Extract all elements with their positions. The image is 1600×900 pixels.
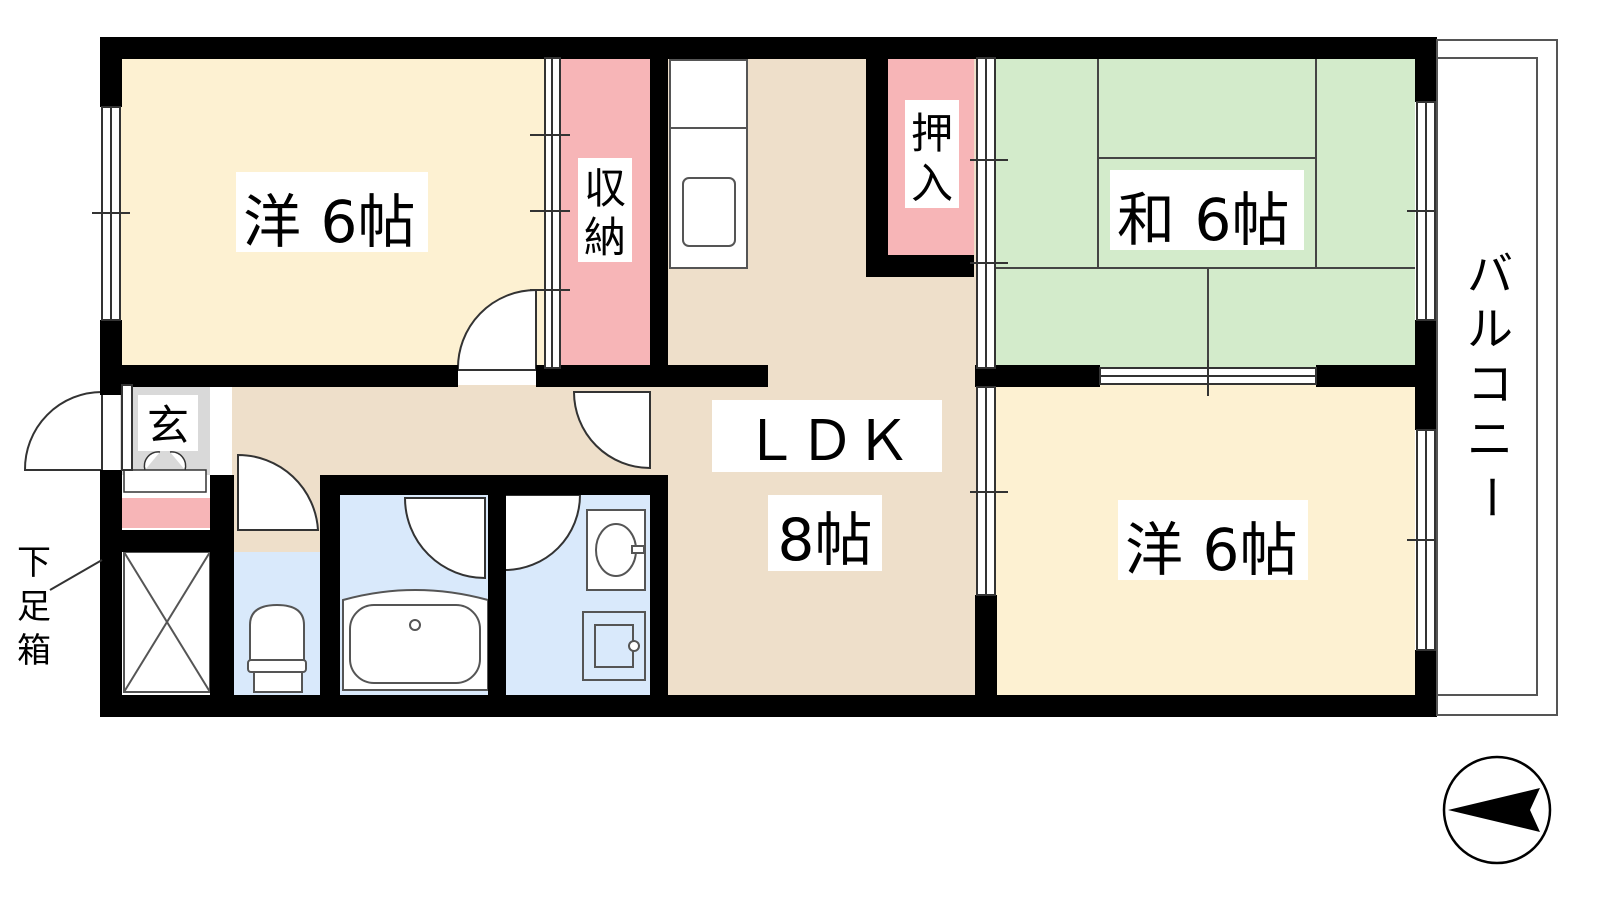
window-ticks — [92, 134, 1445, 541]
entrance-step — [123, 451, 207, 493]
shoe-shelf-floor — [122, 498, 210, 528]
ldk-size: 8帖 — [778, 506, 873, 574]
storage-label-1: 収 — [584, 164, 626, 213]
entrance-label: 玄 — [147, 401, 189, 450]
shoe-box-leader-line — [49, 559, 103, 591]
japanese-room-kind: 和 — [1117, 186, 1175, 254]
bathtub-fixture — [342, 589, 489, 691]
door-swings — [23, 288, 651, 580]
toilet-fixture — [247, 603, 307, 693]
balcony-char-4: ニ — [1467, 412, 1513, 466]
balcony-char-5: ー — [1464, 474, 1518, 520]
label-backgrounds — [138, 100, 1308, 580]
washing-machine-space — [582, 611, 646, 681]
walls — [100, 37, 1437, 717]
north-arrow-icon — [1442, 755, 1552, 865]
shoe-box-char-1: 下 — [17, 543, 51, 583]
western-room-nw-size: 6帖 — [321, 188, 416, 256]
shoe-box-cabinet — [123, 551, 211, 693]
balcony-char-3: コ — [1467, 357, 1513, 411]
western-room-se-size: 6帖 — [1203, 516, 1298, 584]
wash-basin-fixture — [586, 509, 646, 591]
oshiire-label-2: 入 — [911, 159, 953, 208]
shoe-box-char-3: 箱 — [17, 631, 51, 671]
balcony — [1436, 39, 1558, 716]
balcony-char-2: ル — [1467, 302, 1513, 356]
ldk-name: ＬＤＫ — [743, 409, 911, 474]
oshiire-label-1: 押 — [911, 109, 953, 158]
western-room-se-kind: 洋 — [1125, 516, 1183, 584]
kitchen-counter — [669, 59, 748, 269]
storage-label-2: 納 — [584, 213, 626, 262]
tatami-lines — [995, 58, 1415, 370]
balcony-char-1: バ — [1467, 247, 1513, 301]
western-room-nw-kind: 洋 — [243, 188, 301, 256]
japanese-room-size: 6帖 — [1195, 186, 1290, 254]
shoe-box-char-2: 足 — [17, 587, 51, 627]
